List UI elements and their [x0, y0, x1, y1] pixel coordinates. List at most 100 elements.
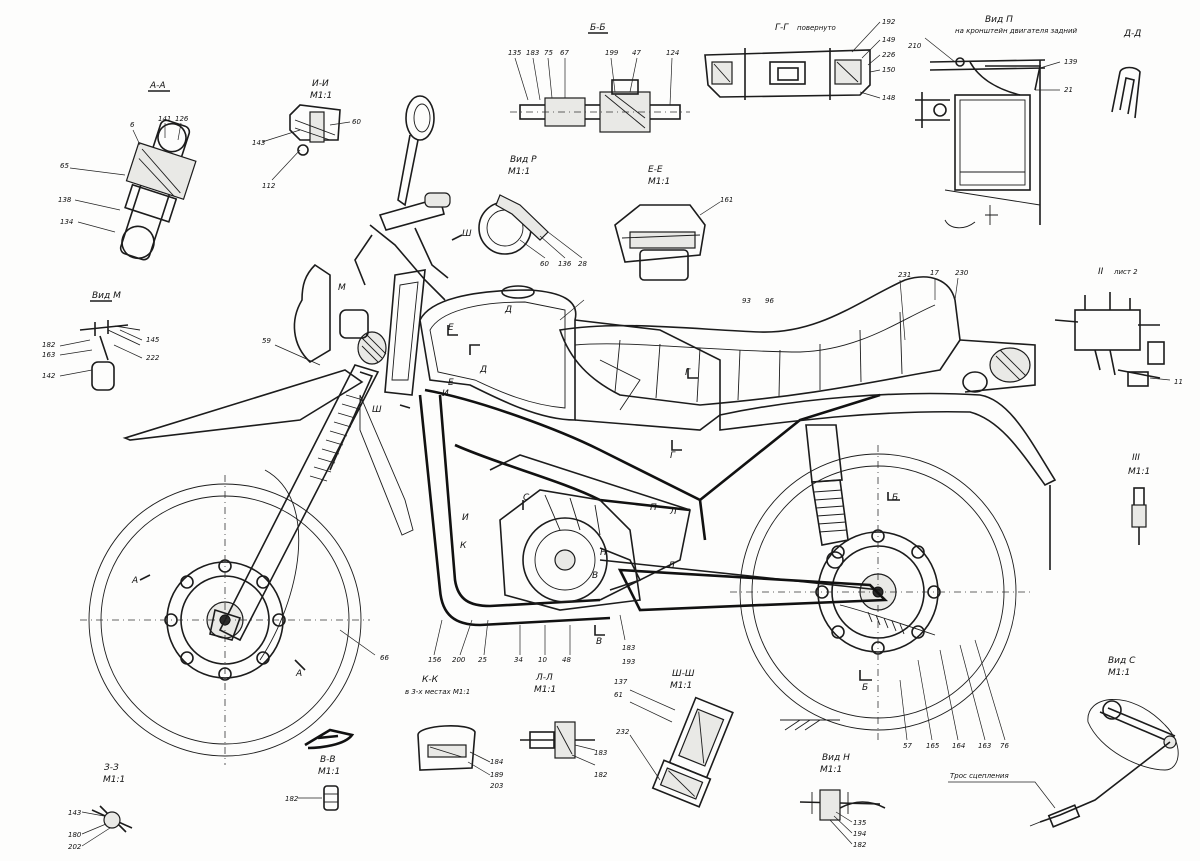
view-l-l-title: Л-Л — [535, 673, 553, 683]
callout-a-a-65: 65 — [60, 162, 69, 170]
view-iii-title: III — [1132, 453, 1140, 463]
view-sh-sh-scale: М1:1 — [670, 681, 692, 691]
headlight — [293, 263, 387, 365]
callout-m-142: 142 — [42, 372, 56, 380]
callout-m-222: 222 — [146, 354, 160, 362]
view-v-v: В-В М1:1 182 — [285, 755, 340, 811]
view-v-v-scale: М1:1 — [318, 767, 340, 777]
callout-main-93: 93 — [742, 297, 751, 305]
callout-m-163: 163 — [42, 351, 55, 359]
cable-label: Трос сцепления — [950, 772, 1009, 780]
view-i-i-title: И-И — [312, 79, 329, 89]
view-k-k-note: в 3-х местах М1:1 — [405, 688, 470, 696]
callout-main-193: 193 — [622, 658, 635, 666]
view-m-title: Вид М — [92, 291, 121, 301]
section-mark-sh-bottom: Ш — [372, 405, 382, 415]
view-g-g-note: повернуто — [797, 24, 836, 32]
view-a-a-title: А-А — [149, 81, 166, 91]
front-fender — [122, 369, 364, 441]
callout-r-28: 28 — [578, 260, 587, 268]
callout-main-76: 76 — [1000, 742, 1009, 750]
view-d-d-title: Д-Д — [1123, 29, 1141, 39]
callout-z-z-180: 180 — [68, 831, 82, 839]
callout-main-164: 164 — [952, 742, 965, 750]
callout-main-66: 66 — [380, 654, 389, 662]
callout-e-e-161: 161 — [720, 196, 733, 204]
callout-main-34: 34 — [514, 656, 523, 664]
view-k-k: К-К в 3-х местах М1:1 184 189 203 — [405, 675, 504, 790]
callout-n-135: 135 — [853, 819, 867, 827]
designer-monogram — [304, 728, 355, 750]
rear-fender — [719, 339, 1057, 570]
view-s-scale: М1:1 — [1108, 668, 1130, 678]
callout-k-k-189: 189 — [490, 771, 504, 779]
callout-main-230: 230 — [955, 269, 969, 277]
callout-g-g-150: 150 — [882, 66, 896, 74]
callout-b-b-199: 199 — [605, 49, 619, 57]
view-a-a: А-А 6 141 126 65 138 134 — [58, 81, 197, 261]
view-l-l-scale: М1:1 — [534, 685, 556, 695]
view-ii-title: II — [1098, 267, 1104, 277]
callout-i-i-143: 143 — [252, 139, 265, 147]
callout-m-145: 145 — [146, 336, 160, 344]
callout-l-l-182: 182 — [594, 771, 608, 779]
callout-main-200: 200 — [452, 656, 466, 664]
callout-g-g-192: 192 — [882, 18, 896, 26]
view-b-b-title: Б-Б — [590, 23, 606, 33]
view-b-b: Б-Б 135 183 75 67 199 47 124 — [508, 23, 690, 133]
callout-a-a-134: 134 — [60, 218, 73, 226]
callout-main-57: 57 — [903, 742, 912, 750]
callout-b-b-75: 75 — [544, 49, 553, 57]
callout-main-17: 17 — [930, 269, 939, 277]
callout-b-b-183: 183 — [526, 49, 539, 57]
callout-z-z-143: 143 — [68, 809, 81, 817]
callout-n-182: 182 — [853, 841, 867, 849]
main-section-marks — [139, 234, 900, 681]
callout-g-g-149: 149 — [882, 36, 896, 44]
view-e-e-title: Е-Е — [648, 165, 663, 175]
fuel-tank — [419, 285, 721, 431]
section-mark-i-top: И — [442, 389, 449, 399]
view-sh-sh-title: Ш-Ш — [672, 669, 695, 679]
callout-b-b-47: 47 — [632, 49, 641, 57]
callout-n-194: 194 — [853, 830, 866, 838]
view-z-z: З-З М1:1 143 180 202 — [68, 763, 133, 851]
section-mark-e-top: Е — [448, 323, 454, 333]
section-mark-p: П — [650, 503, 657, 513]
view-z-z-scale: М1:1 — [103, 775, 125, 785]
section-mark-i-bottom: И — [462, 513, 469, 523]
section-mark-m: М — [338, 283, 346, 293]
section-mark-l-bottom: Л — [667, 561, 675, 571]
callout-main-96: 96 — [765, 297, 774, 305]
view-n-title: Вид Н — [822, 753, 850, 763]
view-n-scale: М1:1 — [820, 765, 842, 775]
view-p-title: Вид П — [985, 15, 1013, 25]
section-mark-n: Н — [600, 548, 607, 558]
view-z-z-title: З-З — [104, 763, 119, 773]
view-ii: II лист 2 11 — [1054, 267, 1183, 387]
section-mark-d-top: Д — [504, 305, 512, 315]
callout-g-g-148: 148 — [882, 94, 896, 102]
callout-g-g-226: 226 — [882, 51, 896, 59]
main-motorcycle-view: А А Б Б В В Г Г Д Д Е Е Ш Ш И И К Л Л М … — [80, 95, 1057, 765]
section-mark-a-bottom: А — [295, 669, 302, 679]
section-mark-s: С — [523, 493, 530, 503]
callout-main-48: 48 — [562, 656, 571, 664]
view-e-e: Е-Е М1:1 161 — [614, 165, 733, 281]
callout-a-a-138: 138 — [58, 196, 72, 204]
callout-main-183: 183 — [622, 644, 635, 652]
view-s-title: Вид С — [1108, 656, 1136, 666]
section-mark-l-top: Л — [669, 507, 677, 517]
view-g-g: Г-Г повернуто 192 149 226 150 148 — [704, 18, 896, 102]
callout-main-156: 156 — [428, 656, 442, 664]
section-mark-v-bottom: В — [596, 637, 602, 647]
callout-p-139: 139 — [1064, 58, 1078, 66]
callout-main-165: 165 — [926, 742, 940, 750]
callout-a-a-6: 6 — [130, 121, 135, 129]
section-mark-v-top: В — [592, 571, 598, 581]
view-iii-scale: М1:1 — [1128, 467, 1150, 477]
view-ii-note: лист 2 — [1113, 268, 1138, 276]
section-mark-d-bottom: Д — [479, 365, 487, 375]
view-k-k-title: К-К — [422, 675, 439, 685]
